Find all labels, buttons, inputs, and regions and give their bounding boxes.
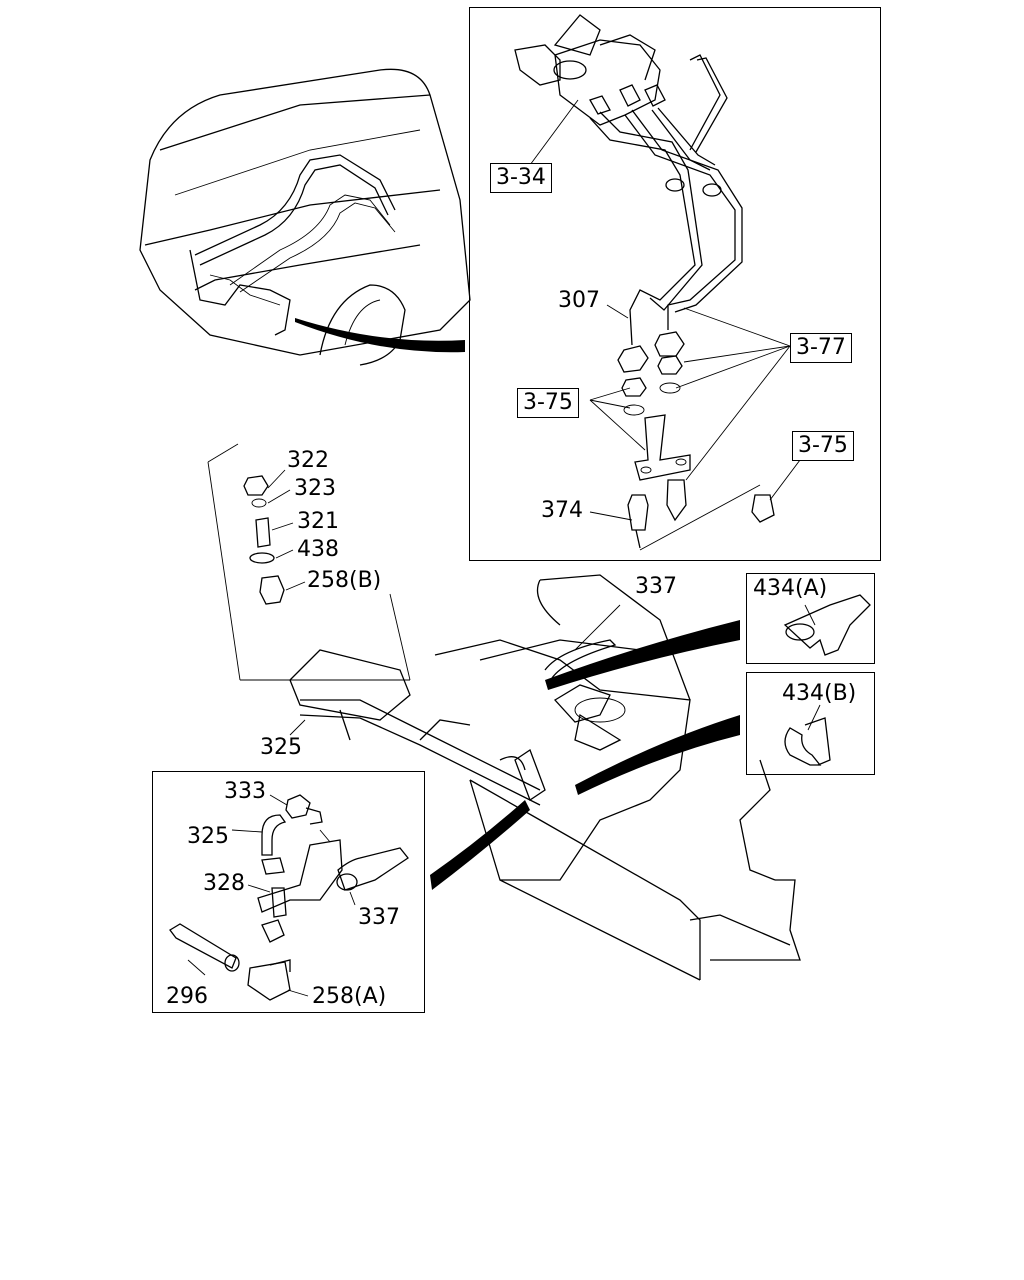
label-323: 323 [294,476,336,501]
label-3-75-top: 3-75 [517,388,579,418]
clip-a-inset [746,573,875,664]
label-322: 322 [287,448,329,473]
label-374: 374 [541,498,583,523]
small-parts-stack [207,443,411,681]
label-434a: 434(A) [753,576,828,601]
fitting-detail-illustration [169,794,409,1001]
label-438: 438 [297,537,339,562]
label-321: 321 [297,509,339,534]
injection-pump-inset [469,7,881,561]
label-337-top: 337 [635,574,677,599]
fitting-detail-inset [152,771,425,1013]
truck-cab-illustration [139,68,471,366]
clip-b-illustration [784,704,831,766]
label-434b: 434(B) [782,681,857,706]
label-258b: 258(B) [307,568,382,593]
label-296: 296 [166,984,208,1009]
label-3-34: 3-34 [490,163,552,193]
label-3-77: 3-77 [790,333,852,363]
label-3-75-right: 3-75 [792,431,854,461]
label-307: 307 [558,288,600,313]
clip-b-inset [746,672,875,775]
injection-pump-illustration [514,14,801,551]
label-325-inset: 325 [187,824,229,849]
clip-a-illustration [783,594,871,656]
label-337-inset: 337 [358,905,400,930]
label-325-main: 325 [260,735,302,760]
label-333: 333 [224,779,266,804]
label-328: 328 [203,871,245,896]
chassis-assembly [289,574,801,981]
label-258a: 258(A) [312,984,387,1009]
